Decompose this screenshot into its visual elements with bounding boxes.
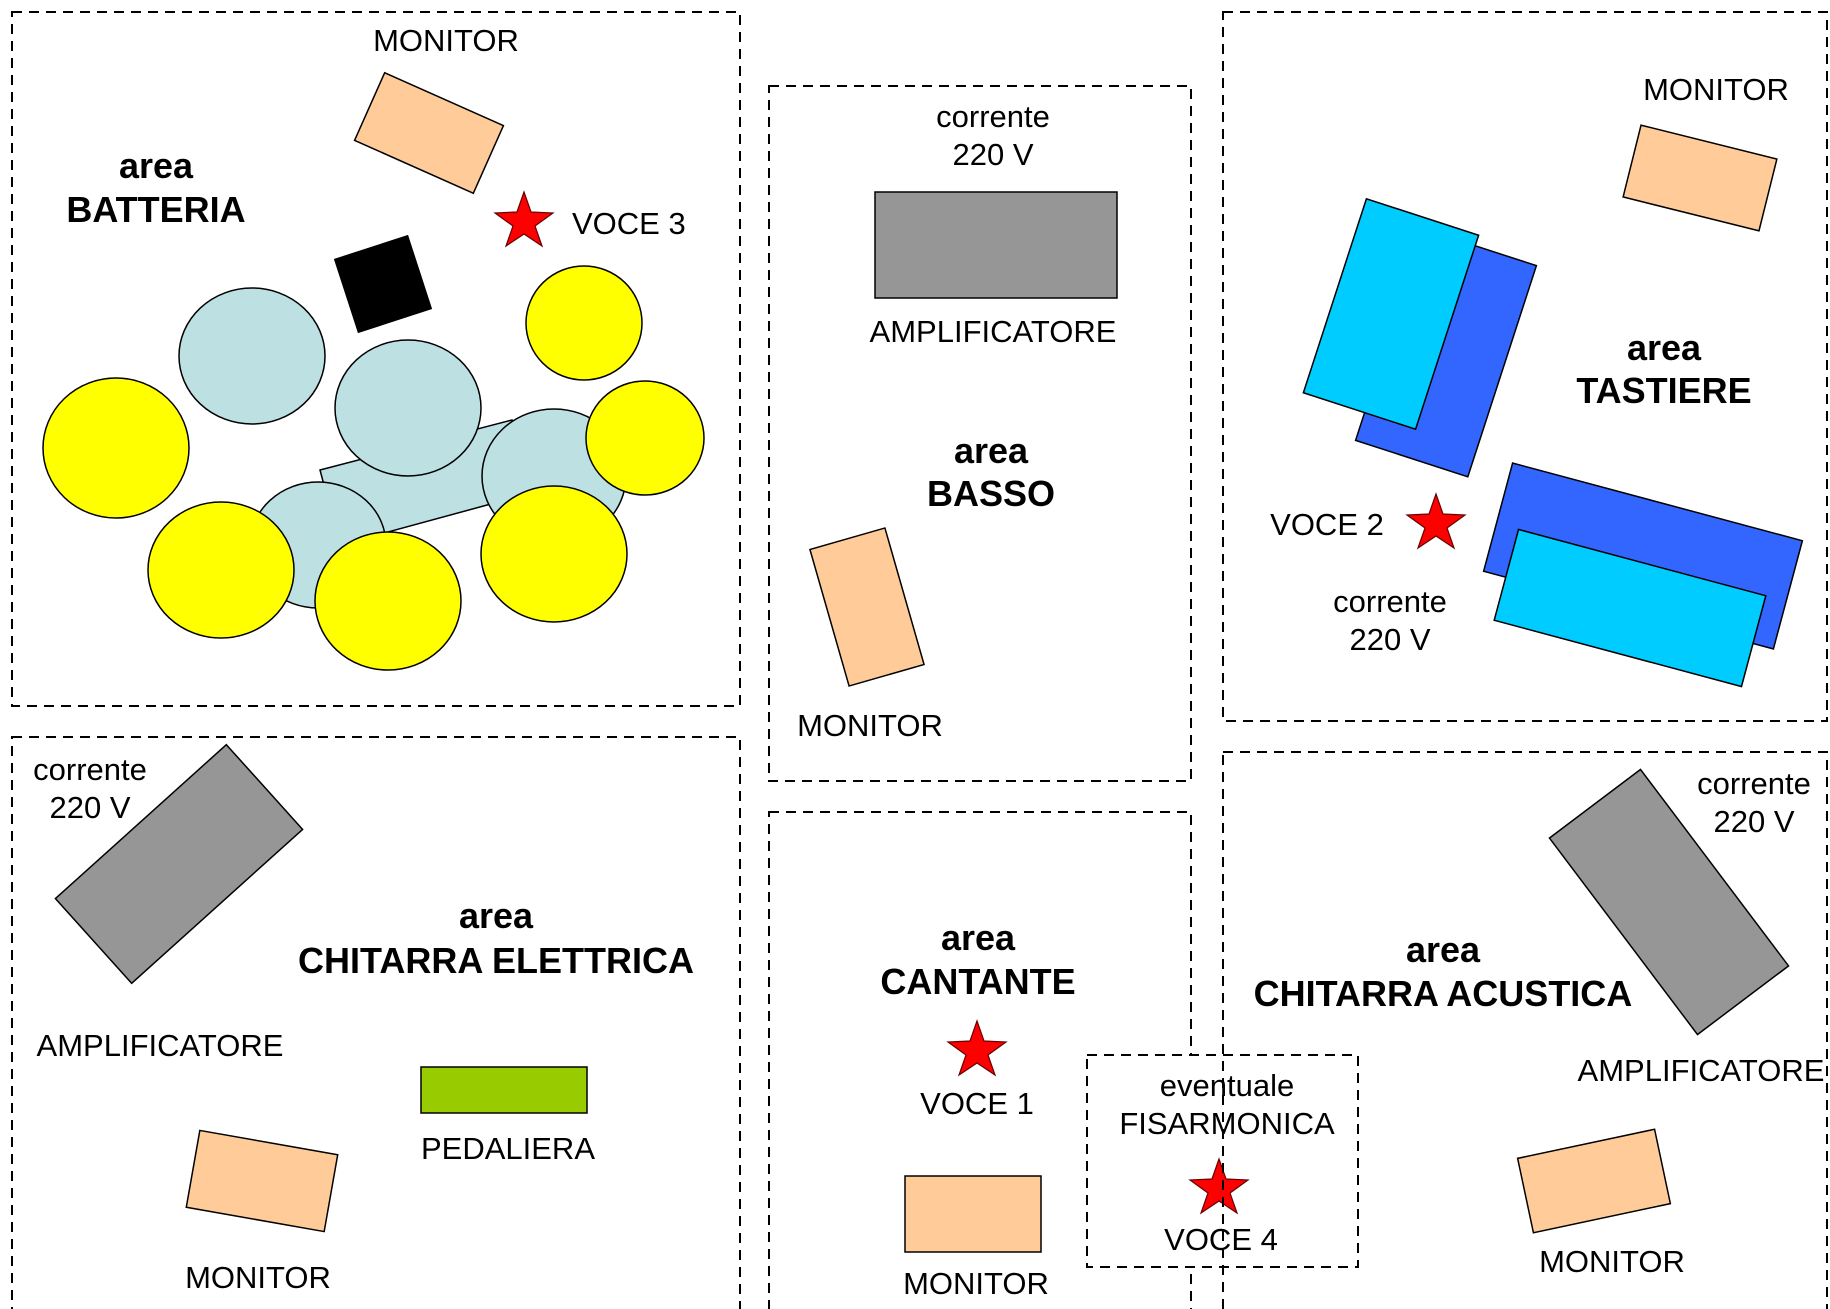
fisarmonica-line1: eventuale xyxy=(1160,1068,1294,1103)
basso-amplifier xyxy=(874,191,1118,299)
area-batteria-title-line1: area xyxy=(119,145,194,186)
area-chitarra-acustica-border xyxy=(1222,751,1828,1309)
chitarra-elettrica-monitor xyxy=(185,1129,339,1233)
chitarra-elettrica-power-line2: 220 V xyxy=(49,790,130,825)
area-chitarra-acustica: corrente 220 V area CHITARRA ACUSTICA AM… xyxy=(1222,751,1828,1309)
area-chitarra-acustica-title-line2: CHITARRA ACUSTICA xyxy=(1254,973,1633,1014)
keyboard-1-front xyxy=(1302,197,1480,431)
chitarra-acustica-amplifier xyxy=(1548,768,1790,1036)
tastiere-power-line1: corrente xyxy=(1333,584,1447,619)
area-chitarra-elettrica-title-line2: CHITARRA ELETTRICA xyxy=(298,940,694,981)
chitarra-acustica-monitor-label: MONITOR xyxy=(1539,1244,1685,1279)
area-basso-title-line1: area xyxy=(954,430,1029,471)
pedalboard xyxy=(420,1066,588,1114)
batteria-monitor-label: MONITOR xyxy=(373,23,519,58)
area-cantante-border xyxy=(768,811,1192,1309)
chitarra-acustica-power-line2: 220 V xyxy=(1713,804,1794,839)
cymbal-bottom-left xyxy=(147,501,295,639)
basso-amplifier-label: AMPLIFICATORE xyxy=(870,314,1117,349)
fisarmonica-line2: FISARMONICA xyxy=(1119,1106,1335,1141)
voice-star-3 xyxy=(493,190,555,248)
area-tastiere-title-line1: area xyxy=(1627,327,1702,368)
area-batteria: area BATTERIA MONITOR VOCE 3 xyxy=(11,11,741,707)
area-basso-title-line2: BASSO xyxy=(927,473,1055,514)
voice-star-1 xyxy=(946,1019,1008,1077)
area-cantante-title-line2: CANTANTE xyxy=(880,961,1075,1002)
area-chitarra-acustica-title-line1: area xyxy=(1406,929,1481,970)
area-cantante: area CANTANTE VOCE 1 MONITOR xyxy=(768,811,1192,1309)
cantante-monitor xyxy=(904,1175,1042,1253)
voice-3-label: VOCE 3 xyxy=(572,206,686,241)
snare-drum xyxy=(178,287,326,425)
keyboard-2-front xyxy=(1493,528,1767,688)
chitarra-elettrica-monitor-label: MONITOR xyxy=(185,1260,331,1295)
chitarra-acustica-monitor xyxy=(1516,1128,1672,1234)
area-batteria-border xyxy=(11,11,741,707)
cymbal-bottom-right xyxy=(480,485,628,623)
tastiere-monitor xyxy=(1622,124,1778,232)
area-chitarra-elettrica: corrente 220 V area CHITARRA ELETTRICA A… xyxy=(11,736,741,1309)
basso-monitor xyxy=(809,527,925,687)
chitarra-acustica-power-line1: corrente xyxy=(1697,766,1811,801)
batteria-monitor xyxy=(353,71,505,195)
area-batteria-title-line2: BATTERIA xyxy=(66,189,245,230)
chitarra-elettrica-amplifier xyxy=(54,743,304,985)
area-chitarra-elettrica-border xyxy=(11,736,741,1309)
voice-2-label: VOCE 2 xyxy=(1270,507,1384,542)
area-tastiere-title-line2: TASTIERE xyxy=(1576,370,1751,411)
chitarra-elettrica-power-line1: corrente xyxy=(33,752,147,787)
chitarra-acustica-amplifier-label: AMPLIFICATORE xyxy=(1578,1053,1825,1088)
cymbal-left xyxy=(42,377,190,519)
area-tastiere: MONITOR area TASTIERE VOCE 2 corrente 22… xyxy=(1222,11,1828,722)
cymbal-bottom-center xyxy=(314,531,462,671)
voice-star-2 xyxy=(1405,492,1467,550)
area-tastiere-border xyxy=(1222,11,1828,722)
basso-monitor-label: MONITOR xyxy=(797,708,943,743)
tastiere-monitor-label: MONITOR xyxy=(1643,72,1789,107)
area-cantante-title-line1: area xyxy=(941,917,1016,958)
tastiere-power-line2: 220 V xyxy=(1349,622,1430,657)
cantante-monitor-label: MONITOR xyxy=(903,1266,1049,1301)
cymbal-right xyxy=(585,380,705,496)
area-chitarra-elettrica-title-line1: area xyxy=(459,895,534,936)
voice-star-4 xyxy=(1188,1157,1250,1215)
basso-power-line1: corrente xyxy=(936,99,1050,134)
voice-1-label: VOCE 1 xyxy=(920,1086,1034,1121)
drum-stool xyxy=(333,234,433,334)
area-basso-border xyxy=(768,85,1192,782)
area-basso: corrente 220 V AMPLIFICATORE area BASSO … xyxy=(768,85,1192,782)
cymbal-top-right xyxy=(525,265,643,381)
chitarra-elettrica-amplifier-label: AMPLIFICATORE xyxy=(37,1028,284,1063)
basso-power-line2: 220 V xyxy=(952,137,1033,172)
pedalboard-label: PEDALIERA xyxy=(421,1131,595,1166)
tom-center xyxy=(334,339,482,477)
voice-4-label: VOCE 4 xyxy=(1164,1222,1278,1257)
